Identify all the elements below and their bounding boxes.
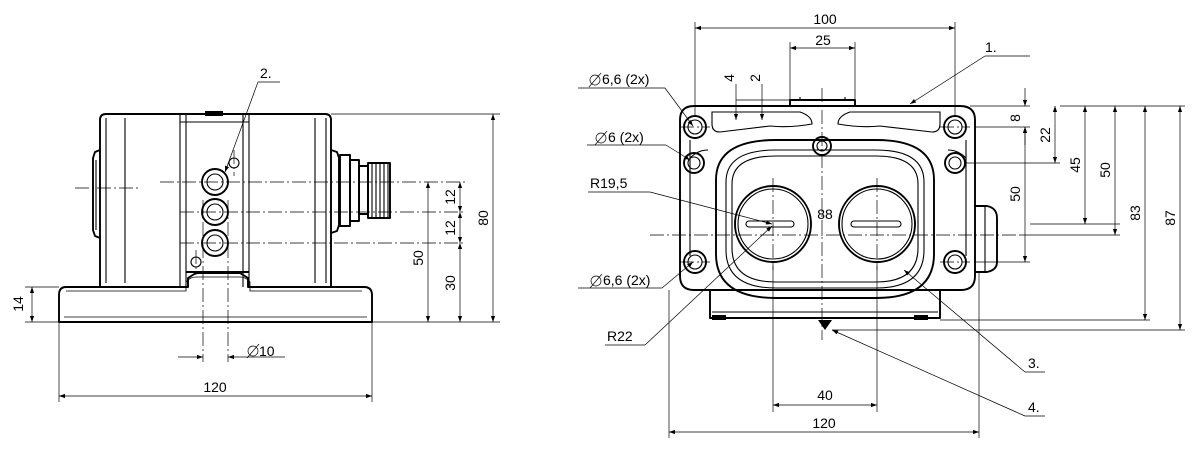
dim-front-40: 40 [817,387,833,403]
side-holes [190,157,240,268]
front-centerlines [650,88,1020,340]
dim-side-14: 14 [10,296,26,312]
dim-front-22: 22 [1037,127,1053,143]
dim-front-50-inner: 50 [1007,186,1023,202]
front-view: 100 25 4 2 8 22 50 [578,11,1185,438]
side-connector [330,149,391,234]
dim-front-4: 4 [721,74,737,82]
side-housing [92,111,332,287]
callout-hole-66-bottom: 6,6 (2x) [603,272,650,288]
front-housing [679,97,998,330]
dim-side-80: 80 [475,210,491,226]
side-centerlines [75,150,465,362]
callout-r19: R19,5 [590,175,628,191]
dim-front-87: 87 [1162,210,1178,226]
front-callouts-right: 1. 3. 4. [831,39,1045,417]
dim-front-120: 120 [812,415,836,431]
dim-front-25: 25 [815,32,831,48]
dim-side-50: 50 [410,250,426,266]
dim-front-50-outer: 50 [1097,162,1113,178]
callout-r22: R22 [607,328,633,344]
dim-side-12b: 12 [442,220,458,236]
dim-side-120: 120 [203,379,227,395]
dim-side-dia10: 10 [259,343,275,359]
callout-item-2: 2. [224,65,280,173]
dim-front-8: 8 [1007,114,1023,122]
dim-side-12a: 12 [442,189,458,205]
callout-1-label: 1. [985,39,997,55]
dim-front-100: 100 [813,11,837,27]
callout-2-label: 2. [260,65,272,81]
dim-front-88: 88 [817,206,833,222]
dim-front-45: 45 [1067,157,1083,173]
dim-front-2: 2 [747,74,763,82]
dim-side-30: 30 [442,275,458,291]
front-callouts-left: 6,6 (2x) 6 (2x) R19,5 6,6 (2x) R22 [578,71,773,346]
callout-3-label: 3. [1028,355,1040,371]
dim-front-83: 83 [1127,205,1143,221]
callout-hole-6: 6 (2x) [608,129,644,145]
side-dimensions: 14 80 50 30 12 12 10 [10,113,500,402]
callout-hole-66-top: 6,6 (2x) [602,71,649,87]
callout-4-label: 4. [1028,399,1040,415]
side-view: 14 80 50 30 12 12 10 [10,65,500,402]
front-dimensions: 100 25 4 2 8 22 50 [668,11,1185,438]
